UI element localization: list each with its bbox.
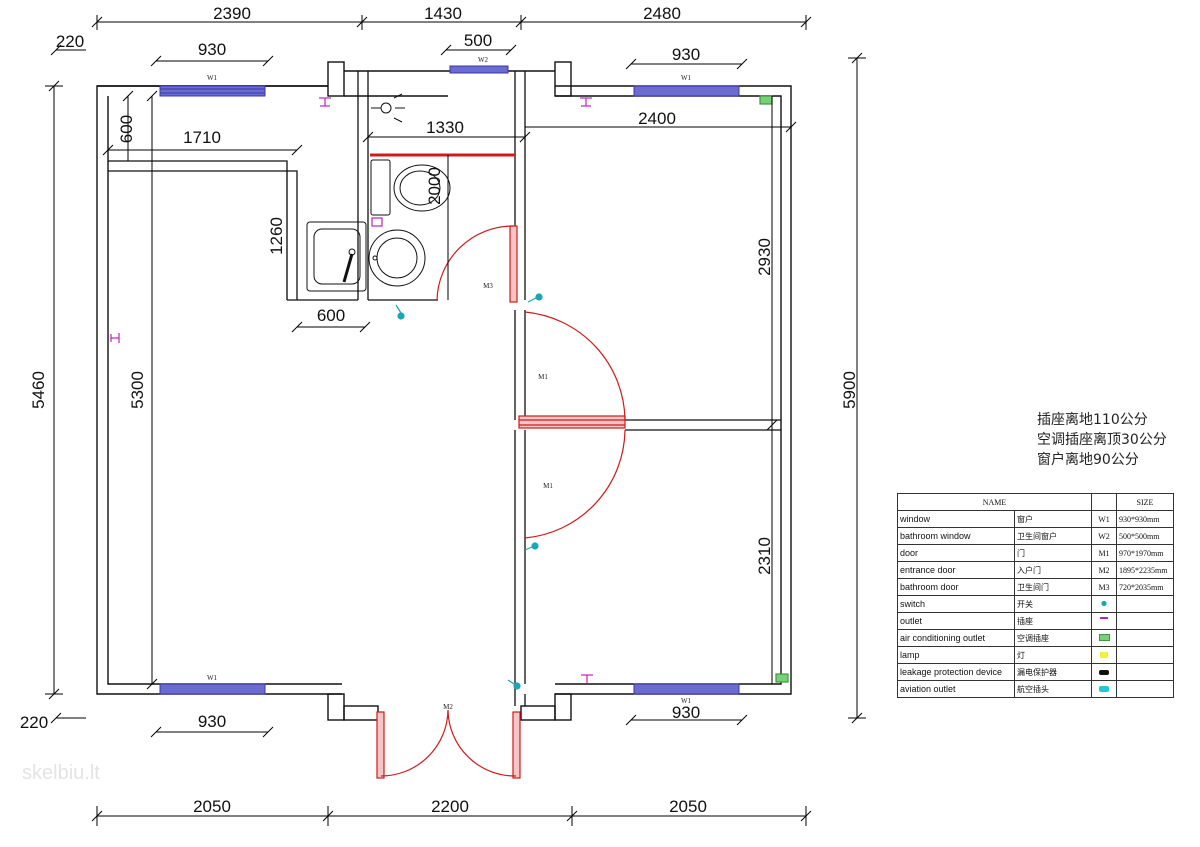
dim-top-right: 2480 [643, 4, 681, 23]
lamp-icon [1100, 651, 1108, 658]
dim-wall-top-left: 220 [56, 32, 84, 51]
dim-kitchen-width: 1710 [183, 128, 221, 147]
dim-top-left: 2390 [213, 4, 251, 23]
dim-bottom-left: 2050 [193, 797, 231, 816]
dim-overall-right: 5900 [840, 371, 859, 409]
dim-window-top-bath: 500 [464, 31, 492, 50]
dim-right-room-width: 2400 [638, 109, 676, 128]
switch-icon [524, 542, 539, 551]
element-tags: W1 W2 W1 M3 M1 M1 W1 W1 M2 [207, 56, 692, 711]
dim-wall-bottom-left: 220 [20, 713, 48, 732]
switch-icon [1098, 599, 1110, 607]
breaker-icon [1099, 669, 1109, 675]
window-top-right [633, 85, 740, 97]
tag-w1-bottom-left: W1 [207, 674, 218, 682]
tag-w1-top-left: W1 [207, 74, 218, 82]
dim-kitchen-length: 1260 [267, 217, 286, 255]
tag-m2: M2 [443, 703, 453, 711]
tag-w1-bottom-right: W1 [681, 697, 692, 705]
fixtures [306, 93, 451, 292]
dim-kitchen-depth: 600 [117, 115, 136, 143]
window-bottom-right [633, 683, 740, 695]
interior-walls [108, 71, 781, 706]
dim-right-lower-height: 2310 [755, 537, 774, 575]
note-ac-outlet-height: 空调插座离顶30公分 [1037, 432, 1167, 448]
shower-head [371, 93, 405, 123]
dim-window-top-left: 930 [198, 40, 226, 59]
outlet-icon [1100, 616, 1108, 624]
dim-window-top-right: 930 [672, 45, 700, 64]
tag-w2: W2 [478, 56, 489, 64]
dimension-lines [45, 15, 866, 826]
tag-w1-top-right: W1 [681, 74, 692, 82]
legend-header-name: NAME [897, 493, 1092, 511]
watermark: skelbiu.lt [22, 762, 100, 784]
window-top-left [159, 85, 266, 97]
note-window-height: 窗户离地90公分 [1037, 452, 1139, 468]
outlet-icon [319, 97, 331, 107]
washbasin [368, 229, 426, 287]
door-entrance [376, 709, 521, 779]
window-bottom-left [159, 683, 266, 695]
door-bathroom [436, 225, 518, 303]
ac-outlet-icon [1098, 633, 1110, 641]
dim-bath-width: 1330 [426, 118, 464, 137]
doors [370, 153, 626, 779]
outlet-icon [110, 333, 120, 343]
aviation-outlet-icon [1099, 685, 1109, 692]
legend-header-size: SIZE [1116, 493, 1174, 511]
ac-outlet-icon [775, 673, 789, 683]
dim-sink-width: 600 [317, 306, 345, 325]
dim-bottom-mid: 2200 [431, 797, 469, 816]
door-center [518, 311, 626, 539]
kitchen-sink [306, 221, 367, 292]
dim-left-room-height: 5300 [128, 371, 147, 409]
dim-overall-left: 5460 [29, 371, 48, 409]
windows [159, 65, 740, 695]
tag-m1-lower: M1 [543, 482, 553, 490]
switch-icon [527, 293, 543, 303]
ac-outlet-icon [759, 95, 773, 105]
tag-m1-upper: M1 [538, 373, 548, 381]
outlet-icon [581, 674, 593, 683]
switch-icon [395, 304, 405, 320]
dim-window-bottom-right: 930 [672, 703, 700, 722]
window-top-bath [449, 65, 509, 74]
dim-right-upper-height: 2930 [755, 238, 774, 276]
dimension-labels: 2390 1430 2480 220 930 500 930 5460 5300… [20, 4, 859, 816]
dim-top-mid: 1430 [424, 4, 462, 23]
dim-window-bottom-left: 930 [198, 712, 226, 731]
note-outlet-height: 插座离地110公分 [1037, 412, 1148, 428]
dim-bath-depth: 2000 [425, 167, 444, 205]
electrical [110, 95, 789, 690]
switch-icon [507, 679, 521, 690]
outlet-icon [371, 217, 383, 227]
legend-header: NAME SIZE [897, 493, 1174, 511]
installation-notes: 插座离地110公分 空调插座离顶30公分 窗户离地90公分 [1037, 410, 1167, 470]
outlet-icon [580, 97, 592, 107]
dim-bottom-right: 2050 [669, 797, 707, 816]
tag-m3: M3 [483, 282, 493, 290]
toilet [370, 159, 451, 216]
